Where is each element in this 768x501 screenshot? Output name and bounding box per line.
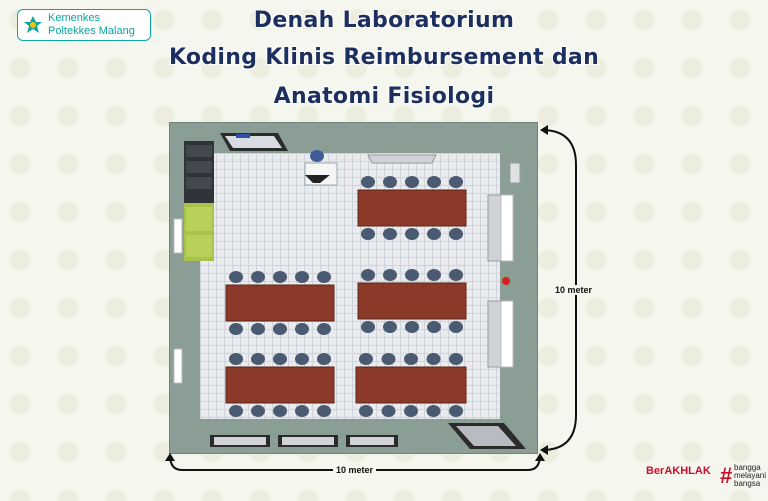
chair <box>426 353 441 365</box>
chair <box>317 271 331 283</box>
chair <box>405 176 419 188</box>
chair <box>449 176 463 188</box>
chair <box>229 271 243 283</box>
chair <box>449 321 463 333</box>
logo-line-1: Kemenkes <box>48 12 100 24</box>
chair <box>251 353 265 365</box>
chair <box>381 405 396 417</box>
vertical-dimension-label: 10 meter <box>552 285 596 295</box>
student-table <box>225 366 335 404</box>
chair <box>229 405 243 417</box>
kemenkes-logo: Kemenkes Poltekkes Malang <box>17 9 151 41</box>
chair <box>427 176 441 188</box>
tagline-3: bangsa <box>734 479 761 488</box>
chair <box>361 176 375 188</box>
chair <box>229 353 243 365</box>
chair <box>295 353 309 365</box>
chair <box>273 405 287 417</box>
chair <box>405 269 419 281</box>
hashtag-icon: # <box>720 463 733 488</box>
chair <box>383 228 397 240</box>
chair <box>383 321 397 333</box>
room-floor-plan <box>170 123 537 453</box>
chair <box>251 405 265 417</box>
floor-plan-furniture <box>173 133 526 449</box>
tagline-1: bangga <box>734 463 761 472</box>
chair <box>427 321 441 333</box>
chair <box>427 269 441 281</box>
student-table <box>355 366 467 404</box>
chair <box>449 405 463 417</box>
kemenkes-logo-icon <box>24 16 42 33</box>
chair <box>317 353 331 365</box>
chair <box>251 323 265 335</box>
student-table <box>357 189 467 227</box>
chair <box>273 271 287 283</box>
chair <box>359 405 373 417</box>
title-line-2: Koding Klinis Reimbursement dan <box>168 45 600 70</box>
chair <box>295 323 309 335</box>
chair <box>383 176 397 188</box>
chair <box>251 271 265 283</box>
chair <box>449 353 463 365</box>
chair <box>449 269 463 281</box>
chair <box>359 353 373 365</box>
chair <box>317 323 331 335</box>
chair <box>404 405 418 417</box>
chair <box>295 405 309 417</box>
horizontal-dimension-label: 10 meter <box>333 465 377 475</box>
student-table <box>225 284 335 322</box>
chair <box>317 405 331 417</box>
chair <box>361 228 375 240</box>
chair <box>449 228 463 240</box>
chair <box>405 321 419 333</box>
chair <box>405 228 419 240</box>
left-cabinets <box>173 141 214 384</box>
chair <box>361 269 375 281</box>
student-tables <box>225 176 467 417</box>
chair <box>427 228 441 240</box>
chair <box>404 353 418 365</box>
right-windows <box>487 162 521 368</box>
top-whiteboard <box>220 133 288 151</box>
chair <box>381 353 396 365</box>
teacher-desk <box>304 150 338 186</box>
chair <box>426 405 441 417</box>
student-table <box>357 282 467 320</box>
bottom-windows <box>210 423 526 449</box>
chair <box>295 271 309 283</box>
title-line-3: Anatomi Fisiologi <box>273 84 495 109</box>
logo-line-2: Poltekkes Malang <box>48 25 135 37</box>
chair <box>273 323 287 335</box>
chair <box>361 321 375 333</box>
top-shelf <box>367 154 437 164</box>
chair <box>273 353 287 365</box>
title-line-1: Denah Laboratorium <box>253 8 515 33</box>
chair <box>229 323 243 335</box>
tagline-2: melayani <box>734 471 767 480</box>
berakhlak-logo: BerAKHLAK # bangga melayani bangsa <box>646 461 767 491</box>
berakhlak-brand: BerAKHLAK <box>646 465 711 477</box>
chair <box>383 269 397 281</box>
